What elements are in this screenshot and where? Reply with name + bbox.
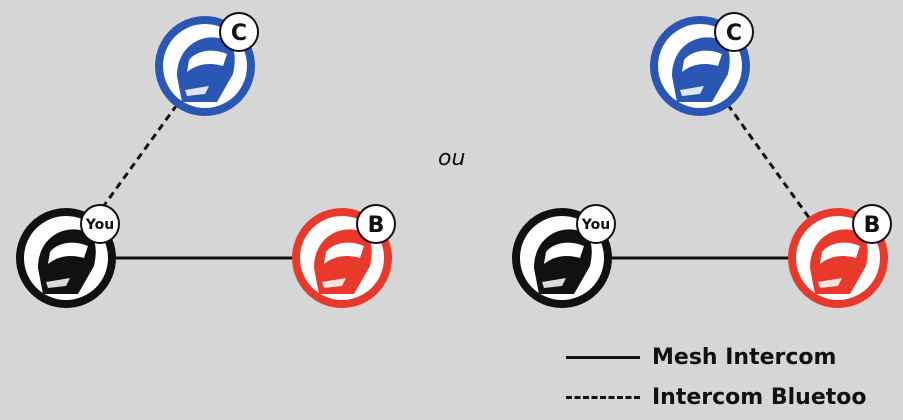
legend-bluetooth-label: Intercom Bluetoo: [652, 385, 867, 410]
node-c: C: [650, 12, 754, 116]
node-badge-label: You: [581, 217, 610, 233]
node-you: You: [512, 204, 616, 308]
helmet-icon: [810, 229, 868, 294]
legend-mesh: Mesh Intercom: [566, 345, 836, 370]
node-badge-label: B: [864, 213, 881, 238]
legend-solid-line: [566, 356, 640, 359]
legend-dashed-line: [566, 396, 640, 399]
node-badge-label: C: [231, 21, 247, 46]
helmet-icon: [314, 229, 372, 294]
helmet-icon: [672, 37, 730, 102]
node-you: You: [16, 204, 120, 308]
helmet-icon: [177, 37, 235, 102]
legend-bluetooth: Intercom Bluetoo: [566, 385, 867, 410]
scenario-1: You B C: [16, 12, 396, 308]
node-b: B: [788, 204, 892, 308]
separator-label: ou: [438, 146, 466, 171]
node-badge-label: You: [85, 217, 114, 233]
node-badge-label: B: [368, 213, 385, 238]
helmet-icon: [534, 229, 592, 294]
scenario-2: You B C: [512, 12, 892, 308]
node-c: C: [155, 12, 259, 116]
legend-mesh-label: Mesh Intercom: [652, 345, 837, 370]
node-b: B: [292, 204, 396, 308]
link-bluetooth-b-c: [727, 105, 811, 219]
node-badge-label: C: [726, 21, 742, 46]
link-bluetooth-you-c: [94, 105, 177, 219]
helmet-icon: [38, 229, 96, 294]
